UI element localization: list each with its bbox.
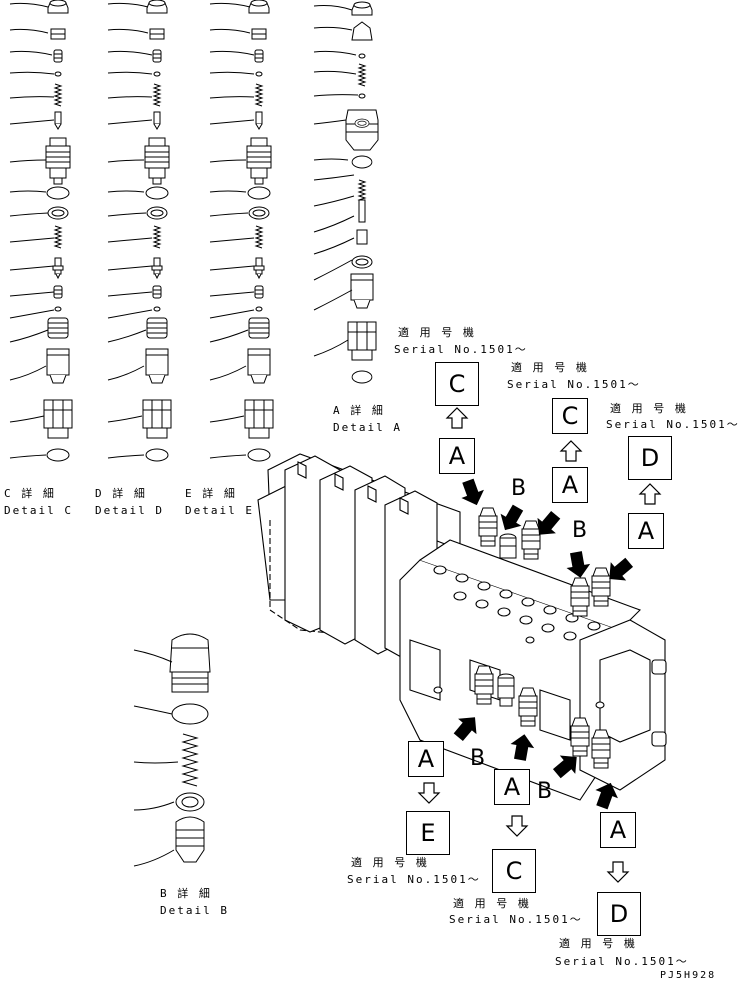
detail-d-jp: D 詳 細: [95, 487, 147, 500]
detail-b-en: Detail B: [160, 904, 229, 917]
drawing-code: PJ5H928: [660, 970, 717, 981]
label-b-4: B: [537, 779, 553, 804]
serial-note-5-en: Serial No.1501～: [449, 913, 583, 926]
serial-note-5-jp: 適 用 号 機: [453, 897, 531, 910]
serial-note-6-jp: 適 用 号 機: [559, 937, 637, 950]
detail-b-jp: B 詳 細: [160, 887, 212, 900]
detail-e-en: Detail E: [185, 504, 254, 517]
detail-a-jp: A 詳 細: [333, 404, 385, 417]
serial-note-4-jp: 適 用 号 機: [351, 856, 429, 869]
serial-note-2-en: Serial No.1501～: [507, 378, 641, 391]
serial-note-6-en: Serial No.1501～: [555, 955, 689, 968]
callout-box-a-6: A: [600, 812, 636, 848]
callout-box-a-2: A: [552, 467, 588, 503]
serial-note-4-en: Serial No.1501～: [347, 873, 481, 886]
label-b-2: B: [572, 518, 588, 543]
detail-d-en: Detail D: [95, 504, 164, 517]
serial-note-3-jp: 適 用 号 機: [610, 402, 688, 415]
callout-box-c-3: C: [492, 849, 536, 893]
callout-box-a-5: A: [494, 769, 530, 805]
serial-note-3-en: Serial No.1501～: [606, 418, 740, 431]
detail-c-jp: C 詳 細: [4, 487, 56, 500]
callout-box-a-4: A: [408, 741, 444, 777]
callout-box-d-1: D: [628, 436, 672, 480]
label-b-3: B: [470, 746, 486, 771]
callout-box-d-2: D: [597, 892, 641, 936]
detail-e-jp: E 詳 細: [185, 487, 237, 500]
callout-box-a-1: A: [439, 438, 475, 474]
detail-a-en: Detail A: [333, 421, 402, 434]
callout-box-c-2: C: [552, 398, 588, 434]
serial-note-2-jp: 適 用 号 機: [511, 361, 589, 374]
callout-box-c-1: C: [435, 362, 479, 406]
serial-note-1-jp: 適 用 号 機: [398, 326, 476, 339]
label-b-1: B: [511, 476, 527, 501]
callout-box-a-3: A: [628, 513, 664, 549]
detail-c-en: Detail C: [4, 504, 73, 517]
callout-box-e: E: [406, 811, 450, 855]
serial-note-1-en: Serial No.1501～: [394, 343, 528, 356]
